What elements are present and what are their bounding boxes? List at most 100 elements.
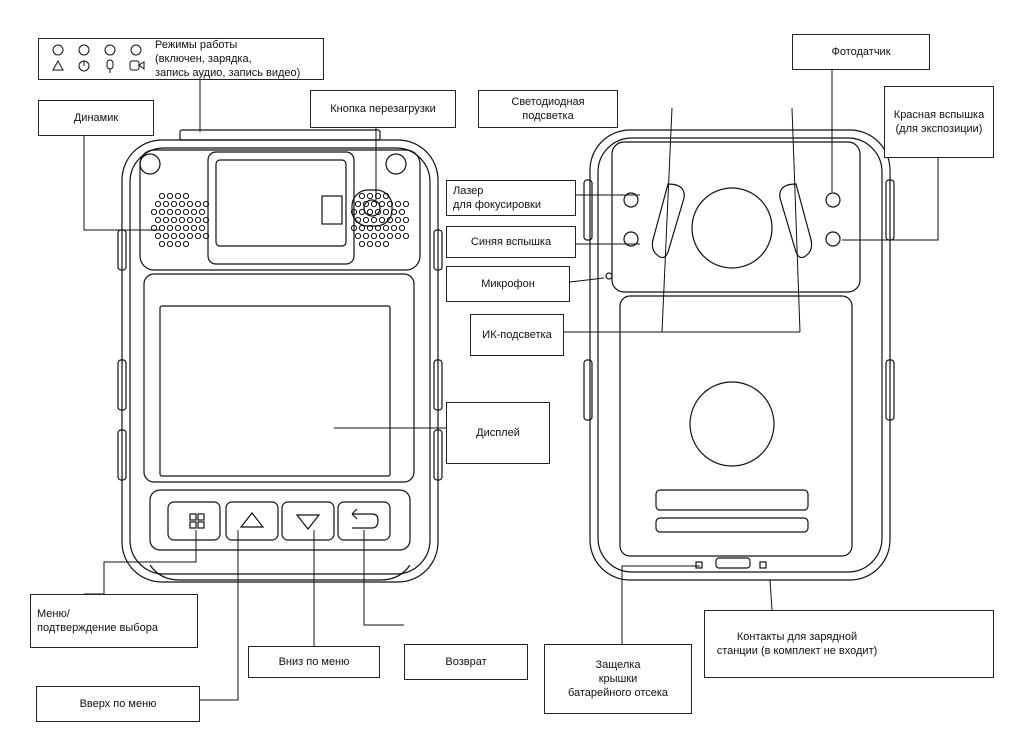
grille-hole — [362, 232, 370, 240]
label-blue-flash: Синяя вспышка — [446, 226, 576, 258]
laser-dot — [623, 192, 639, 208]
label-menu-confirm: Меню/ подтверждение выбора — [30, 594, 198, 648]
return-arrow-icon — [351, 508, 379, 529]
grille-hole — [150, 224, 158, 232]
grille-hole — [174, 224, 182, 232]
grille-hole — [382, 240, 390, 248]
front-device — [117, 129, 443, 583]
leader-lines — [83, 70, 939, 701]
power-on-icon — [52, 44, 64, 71]
grille-hole — [178, 232, 186, 240]
grille-hole — [158, 192, 166, 200]
grille-hole — [162, 232, 170, 240]
button-menu — [167, 501, 221, 541]
grille-hole — [154, 200, 162, 208]
grille-hole — [162, 200, 170, 208]
grille-hole — [374, 224, 382, 232]
grille-hole — [378, 216, 386, 224]
grille-hole — [158, 240, 166, 248]
grille-hole — [162, 216, 170, 224]
red-flash-dot — [825, 231, 841, 247]
grille-hole — [182, 224, 190, 232]
grille-hole — [390, 208, 398, 216]
label-back: Возврат — [404, 644, 528, 680]
label-reset-button: Кнопка перезагрузки — [310, 90, 456, 128]
grille-hole — [166, 224, 174, 232]
label-red-flash: Красная вспышка (для экспозиции) — [884, 86, 994, 158]
grille-hole — [178, 200, 186, 208]
grille-hole — [394, 232, 402, 240]
label-menu-down: Вниз по меню — [248, 646, 380, 678]
label-latch: Защелка крышки батарейного отсека — [544, 644, 692, 714]
grille-hole — [154, 216, 162, 224]
grille-hole — [370, 232, 378, 240]
grille-hole — [374, 192, 382, 200]
grille-hole — [150, 208, 158, 216]
grille-hole — [366, 192, 374, 200]
grille-hole — [358, 224, 366, 232]
label-microphone: Микрофон — [446, 266, 570, 302]
grille-hole — [182, 192, 190, 200]
grille-hole — [358, 240, 366, 248]
label-display: Дисплей — [446, 402, 550, 464]
button-down — [281, 501, 335, 541]
grille-hole — [402, 200, 410, 208]
grille-hole — [174, 240, 182, 248]
grille-hole — [186, 216, 194, 224]
ir-led-left — [651, 183, 685, 259]
grille-hole — [386, 216, 394, 224]
grille-hole — [398, 208, 406, 216]
photo-sensor-dot — [825, 192, 841, 208]
grille-hole — [194, 200, 202, 208]
speaker-grille — [150, 192, 410, 248]
main-lens — [691, 187, 773, 269]
grille-hole — [370, 200, 378, 208]
grille-hole — [382, 208, 390, 216]
grille-hole — [382, 224, 390, 232]
grille-hole — [182, 208, 190, 216]
reset-button — [351, 189, 393, 227]
back-device — [583, 129, 895, 581]
grille-hole — [166, 208, 174, 216]
label-ir-light: ИК-подсветка — [470, 314, 564, 356]
label-photo-sensor: Фотодатчик — [792, 34, 930, 70]
charging-icon — [78, 44, 90, 72]
grille-hole — [154, 232, 162, 240]
grille-hole — [402, 216, 410, 224]
camera-module — [207, 151, 355, 265]
mic-hole — [605, 272, 613, 280]
grille-hole — [166, 240, 174, 248]
grille-hole — [402, 232, 410, 240]
grille-hole — [170, 232, 178, 240]
grille-hole — [198, 208, 206, 216]
label-menu-up: Вверх по меню — [36, 686, 200, 722]
grille-hole — [202, 216, 210, 224]
grille-hole — [394, 200, 402, 208]
grille-hole — [354, 200, 362, 208]
label-laser: Лазер для фокусировки — [446, 180, 576, 216]
grille-hole — [386, 200, 394, 208]
grille-hole — [370, 216, 378, 224]
screw-left — [139, 153, 161, 175]
label-led-light: Светодиодная подсветка — [478, 90, 618, 128]
grille-hole — [362, 200, 370, 208]
label-charging-contacts: Контакты для зарядной станции (в комплек… — [704, 610, 994, 678]
grille-hole — [166, 192, 174, 200]
grille-hole — [158, 224, 166, 232]
grille-hole — [182, 240, 190, 248]
grille-hole — [190, 224, 198, 232]
grille-hole — [366, 240, 374, 248]
grille-hole — [158, 208, 166, 216]
grille-hole — [358, 208, 366, 216]
grille-hole — [170, 216, 178, 224]
grille-hole — [350, 224, 358, 232]
grille-hole — [374, 208, 382, 216]
grille-hole — [190, 208, 198, 216]
grille-hole — [358, 192, 366, 200]
latch-switch — [715, 557, 751, 569]
grille-hole — [362, 216, 370, 224]
grille-hole — [202, 200, 210, 208]
grille-hole — [186, 200, 194, 208]
down-arrow-icon — [295, 514, 321, 530]
screw-right — [385, 153, 407, 175]
